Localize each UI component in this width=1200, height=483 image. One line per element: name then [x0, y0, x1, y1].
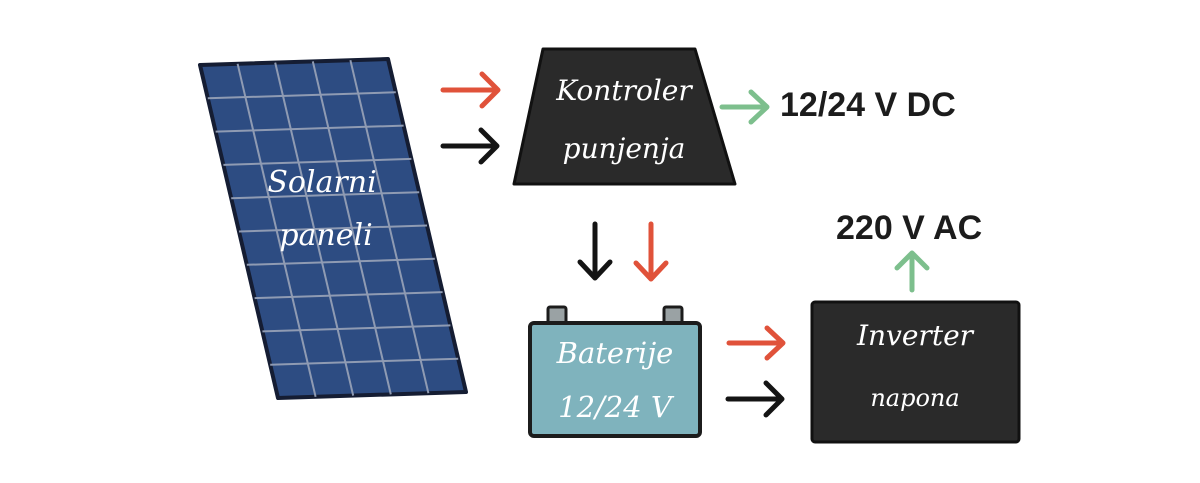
panel-grid-row-line	[223, 157, 412, 166]
solar-panel: Solarni paneli	[198, 57, 468, 400]
arrow-panel-to-controller-black	[440, 127, 500, 165]
charge-controller: Kontroler punjenja	[512, 47, 737, 186]
charge-controller-label-line2: punjenja	[563, 132, 686, 165]
arrow-battery-to-inverter-red	[726, 325, 786, 361]
charge-controller-body	[512, 47, 737, 186]
arrow-inverter-to-ac-green	[894, 250, 930, 293]
panel-grid-row-line	[215, 124, 404, 133]
inverter: Inverter napona	[810, 300, 1021, 444]
panel-grid-row-line	[262, 324, 451, 333]
battery-body	[528, 321, 702, 438]
panel-grid-row-line	[246, 257, 435, 266]
dc-output-label: 12/24 V DC	[780, 86, 956, 124]
inverter-label-line1: Inverter	[856, 319, 975, 352]
arrow-controller-to-battery-red	[633, 221, 669, 282]
panel-grid-row-line	[207, 91, 396, 100]
panel-grid-row-line	[254, 291, 443, 300]
panel-grid-row-line	[238, 224, 428, 233]
panel-grid-row-line	[231, 191, 420, 200]
solar-panel-label-line1: Solarni	[267, 165, 376, 200]
arrow-battery-to-inverter-black	[725, 380, 785, 418]
charge-controller-label-line1: Kontroler	[555, 74, 693, 107]
battery-label-line1: Baterije	[556, 336, 674, 370]
battery-label-line2: 12/24 V	[558, 390, 675, 424]
arrow-panel-to-controller-red	[440, 71, 501, 109]
ac-output-label: 220 V AC	[836, 209, 982, 247]
arrow-controller-to-dc-green	[719, 89, 770, 125]
solar-panel-grid	[207, 59, 459, 398]
battery: Baterije 12/24 V	[528, 305, 702, 438]
inverter-body	[810, 300, 1021, 444]
panel-grid-row-line	[270, 357, 459, 366]
arrow-controller-to-battery-black	[577, 221, 613, 281]
solar-panel-label-line2: paneli	[279, 218, 372, 253]
inverter-label-line2: napona	[870, 384, 959, 412]
